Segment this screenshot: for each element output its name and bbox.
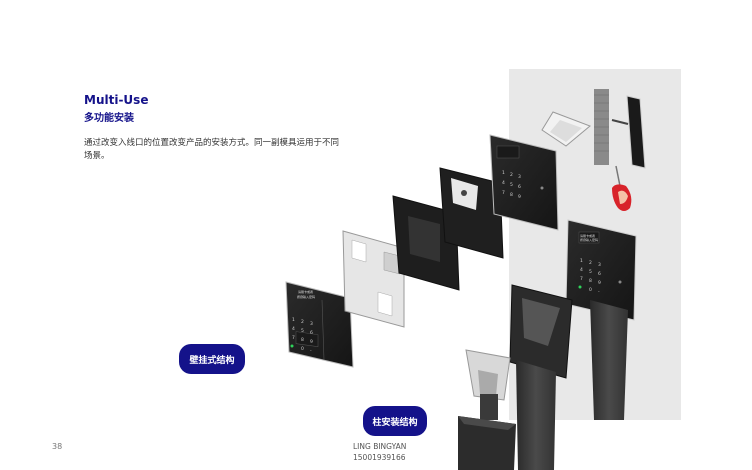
column-mount-label-button[interactable]: 柱安装结构 <box>363 406 427 436</box>
wall-back-housing <box>392 195 460 291</box>
svg-text:6: 6 <box>518 184 521 190</box>
wall-mount-label-button[interactable]: 壁挂式结构 <box>179 344 245 374</box>
column-post-right <box>590 300 628 420</box>
svg-text:5: 5 <box>301 328 304 334</box>
svg-text:8: 8 <box>510 192 513 198</box>
page-title: Multi-Use <box>84 93 149 107</box>
svg-text:2: 2 <box>301 319 304 325</box>
author-phone: 15001939166 <box>353 453 406 462</box>
svg-text:4: 4 <box>502 180 505 186</box>
svg-text:1: 1 <box>580 258 583 264</box>
svg-text:2: 2 <box>510 172 513 178</box>
svg-text:3: 3 <box>518 174 521 180</box>
svg-text:3: 3 <box>310 321 313 327</box>
page-number: 38 <box>52 442 63 451</box>
svg-text:-: - <box>598 290 600 295</box>
svg-text:5: 5 <box>589 269 592 275</box>
svg-text:1: 1 <box>292 317 295 323</box>
wall-metal-frame <box>342 230 405 328</box>
svg-text:6: 6 <box>310 330 313 336</box>
svg-text:9: 9 <box>310 339 313 345</box>
svg-text:1: 1 <box>502 170 505 176</box>
wall-top-bracket <box>541 111 591 147</box>
page-subtitle: 多功能安装 <box>84 113 134 124</box>
author-block: LING BINGYAN 15001939166 <box>353 441 406 463</box>
svg-text:8: 8 <box>301 337 304 343</box>
svg-text:8: 8 <box>589 278 592 284</box>
svg-text:4: 4 <box>580 267 583 273</box>
svg-text:5: 5 <box>510 182 513 188</box>
svg-text:6: 6 <box>598 271 601 277</box>
svg-text:9: 9 <box>598 280 601 286</box>
column-screen-text-1: 请刷卡或者 <box>580 233 595 238</box>
screwdriver-icon <box>612 165 632 211</box>
wall-screen-text-2: 按键输入密码 <box>297 294 315 299</box>
page-description: 通过改变入线口的位置改变产品的安装方式。同一副模具运用于不同场景。 <box>84 138 340 161</box>
column-bracket <box>509 284 573 379</box>
wall-screen-text-1: 请刷卡或者 <box>298 289 313 294</box>
svg-text:-: - <box>310 349 312 354</box>
column-screen-text-2: 按键输入密码 <box>580 237 598 242</box>
wall-mounting-bracket <box>439 167 504 259</box>
svg-text:9: 9 <box>518 194 521 200</box>
svg-text:7: 7 <box>580 276 583 282</box>
svg-text:2: 2 <box>589 260 592 266</box>
column-top-adapter <box>465 349 511 420</box>
column-post-middle <box>516 360 556 470</box>
svg-text:0: 0 <box>301 346 304 352</box>
wall-section <box>594 89 646 169</box>
svg-text:3: 3 <box>598 262 601 268</box>
svg-text:7: 7 <box>292 335 295 341</box>
svg-text:0: 0 <box>589 287 592 293</box>
author-name: LING BINGYAN <box>353 442 407 451</box>
svg-text:4: 4 <box>292 326 295 332</box>
column-base-post <box>458 416 516 470</box>
svg-text:7: 7 <box>502 190 505 196</box>
